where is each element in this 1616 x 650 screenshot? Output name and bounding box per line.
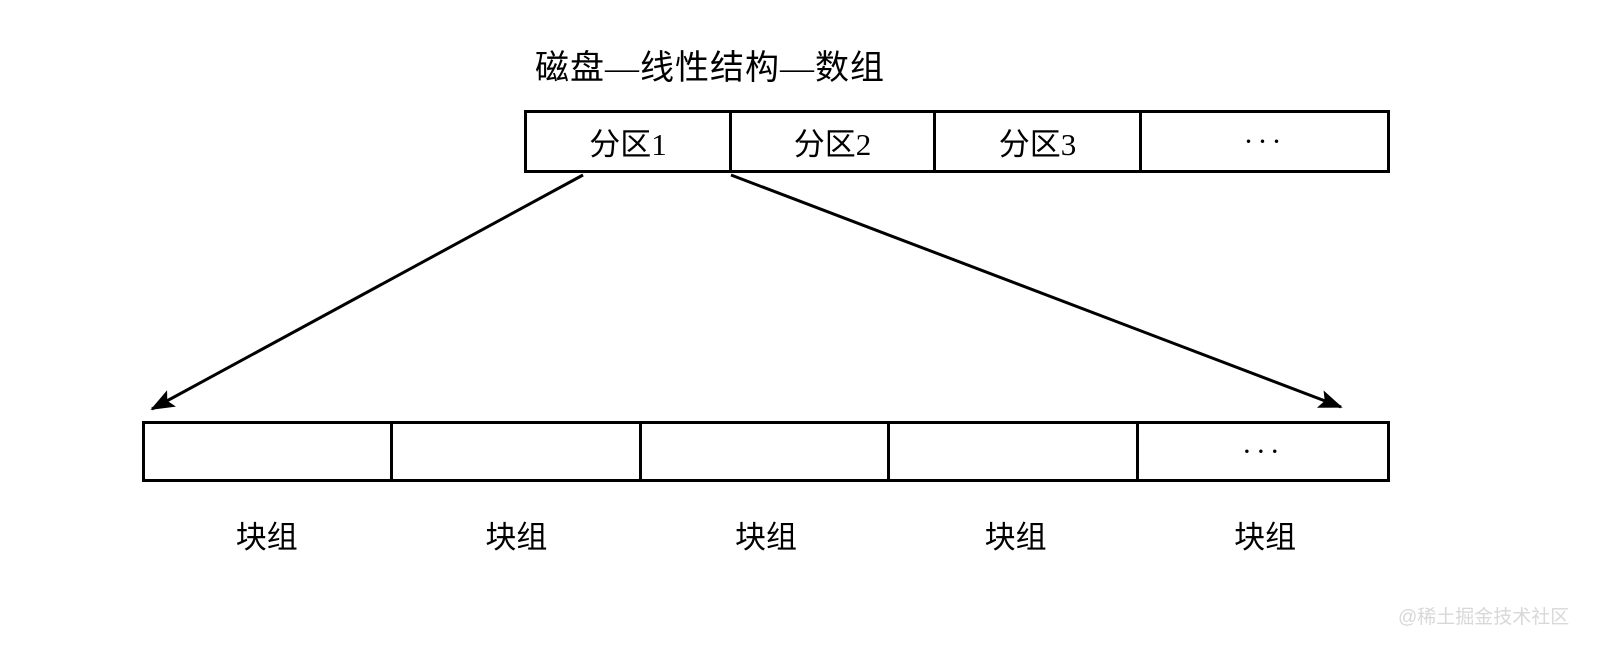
partition-cell-1[interactable]: 分区1 <box>527 113 732 170</box>
block-group-cell-1[interactable] <box>145 424 394 479</box>
partition-cell-2[interactable]: 分区2 <box>732 113 936 170</box>
diagram-title: 磁盘—线性结构—数组 <box>0 40 1616 89</box>
block-group-label-2: 块组 <box>485 520 548 555</box>
expand-right-arrow <box>730 173 1343 409</box>
partition-cell-2-label: 分区2 <box>793 127 872 162</box>
diagram-title-text: 磁盘—线性结构—数组 <box>535 50 885 87</box>
block-group-label-3: 块组 <box>734 520 797 555</box>
block-group-cell-4[interactable] <box>890 424 1139 479</box>
watermark: @稀土掘金技术社区 <box>1398 607 1570 628</box>
block-group-label-5: 块组 <box>1234 520 1297 555</box>
block-group-label-4: 块组 <box>984 520 1047 555</box>
block-group-cell-more[interactable]: ··· <box>1139 424 1387 479</box>
partition-ellipsis-label: ··· <box>1243 124 1286 158</box>
disk-partition-array-table: 分区1 分区2 分区3 ··· <box>524 110 1390 173</box>
block-group-cell-2[interactable] <box>393 424 642 479</box>
block-group-label-1: 块组 <box>235 520 298 555</box>
block-group-cell-3[interactable] <box>642 424 891 479</box>
block-group-label-row: 块组 块组 块组 块组 块组 <box>142 512 1390 557</box>
block-group-ellipsis-label: ··· <box>1241 434 1284 468</box>
partition-cell-3-label: 分区3 <box>998 127 1077 162</box>
partition-cell-more[interactable]: ··· <box>1142 113 1387 170</box>
block-group-table: ··· <box>142 421 1390 482</box>
expand-left-arrow <box>150 173 584 411</box>
partition-cell-3[interactable]: 分区3 <box>936 113 1142 170</box>
partition-cell-1-label: 分区1 <box>589 127 667 162</box>
